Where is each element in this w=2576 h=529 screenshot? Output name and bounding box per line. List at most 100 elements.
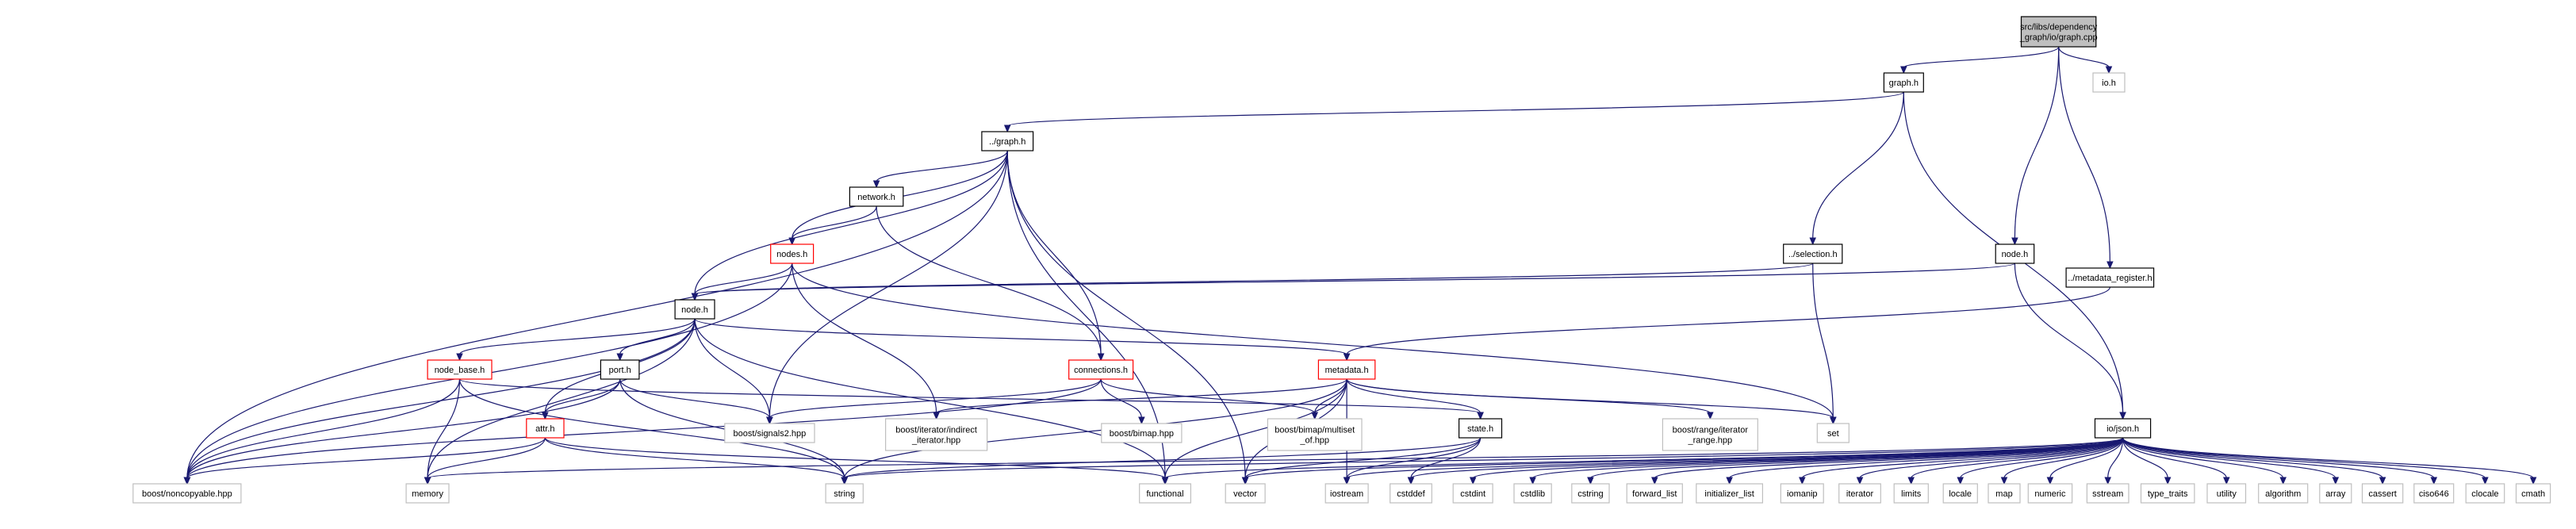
edge-port_h-to-noncopyable bbox=[186, 378, 621, 479]
node-label: src/libs/dependency bbox=[2020, 23, 2098, 33]
node-label: forward_list bbox=[1632, 489, 1677, 499]
node-iterator: iterator bbox=[1838, 483, 1881, 504]
node-memory: memory bbox=[405, 483, 450, 504]
node-metadata-h[interactable]: metadata.h bbox=[1317, 359, 1376, 380]
edge-json_h-to-cassert bbox=[2122, 437, 2383, 479]
node-label: connections.h bbox=[1074, 366, 1128, 375]
node-nodeh-top[interactable]: node.h bbox=[1995, 243, 2035, 264]
arrowhead-json_h-to-iomanip bbox=[1799, 477, 1806, 485]
arrowhead-json_h-to-iterator bbox=[1856, 477, 1864, 485]
nodes-layer: src/libs/dependency_graph/io/graph.cppgr… bbox=[132, 16, 2551, 504]
edge-metadata_h-to-iter_indirect bbox=[936, 378, 1347, 414]
node-label: boost/range/iterator bbox=[1673, 426, 1749, 435]
node-set: set bbox=[1816, 423, 1850, 443]
node-nodes-h[interactable]: nodes.h bbox=[770, 243, 815, 264]
arrowhead-json_h-to-locale bbox=[1957, 477, 1964, 485]
arrowhead-root-to-nodeh_top bbox=[2011, 237, 2018, 246]
node-label: metadata.h bbox=[1325, 366, 1369, 375]
edge-root-to-graph_h bbox=[1903, 46, 2060, 68]
node-dgraph-h[interactable]: ../graph.h bbox=[981, 131, 1034, 151]
node-state-h[interactable]: state.h bbox=[1458, 418, 1503, 439]
node-box bbox=[1068, 359, 1134, 380]
arrowhead-json_h-to-cstring bbox=[1587, 477, 1594, 485]
arrowhead-json_h-to-numeric bbox=[2046, 477, 2054, 485]
edge-json_h-to-forward_list bbox=[1654, 437, 2124, 479]
node-box bbox=[1513, 483, 1552, 504]
node-ciso646: ciso646 bbox=[2413, 483, 2455, 504]
edge-dgraph_h-to-network_h bbox=[876, 150, 1008, 182]
node-root[interactable]: src/libs/dependency_graph/io/graph.cpp bbox=[2019, 16, 2098, 48]
arrowhead-connections_h-to-signals2 bbox=[766, 416, 773, 425]
node-locale: locale bbox=[1942, 483, 1978, 504]
edge-json_h-to-ciso646 bbox=[2122, 437, 2435, 479]
node-bimap-multiset: boost/bimap/multiset_of.hpp bbox=[1267, 418, 1363, 451]
arrowhead-network_h-to-nodes_h bbox=[788, 237, 795, 246]
node-node-h[interactable]: node.h bbox=[674, 299, 715, 320]
edge-metadata_h-to-bimap_multiset bbox=[1314, 378, 1347, 414]
edge-connections_h-to-bimap bbox=[1100, 378, 1142, 419]
edge-root-to-io_h bbox=[2058, 46, 2110, 68]
node-box bbox=[2361, 483, 2404, 504]
node-box bbox=[600, 359, 640, 380]
node-label: vector bbox=[1233, 489, 1257, 499]
node-graph-h[interactable]: graph.h bbox=[1883, 72, 1924, 93]
node-label: clocale bbox=[2471, 489, 2498, 499]
node-box bbox=[1452, 483, 1493, 504]
node-label: cstdint bbox=[1460, 489, 1485, 499]
node-label: array bbox=[2325, 489, 2346, 499]
edge-nodeh_top-to-json_h bbox=[2014, 263, 2124, 414]
arrowhead-json_h-to-memory bbox=[424, 477, 431, 485]
node-label: cstdlib bbox=[1520, 489, 1545, 499]
node-box bbox=[1458, 418, 1503, 439]
node-box bbox=[2140, 483, 2195, 504]
edge-nodes_h-to-iter_indirect bbox=[792, 263, 937, 414]
node-box bbox=[825, 483, 864, 504]
arrowhead-dgraph_h-to-network_h bbox=[872, 180, 880, 189]
node-node-base-h[interactable]: node_base.h bbox=[427, 359, 493, 380]
node-box bbox=[1662, 418, 1758, 451]
edge-metadata_h-to-functional bbox=[1164, 378, 1347, 479]
node-box bbox=[1390, 483, 1432, 504]
edge-state_h-to-iostream bbox=[1346, 437, 1482, 479]
arrowhead-json_h-to-initializer_list bbox=[1726, 477, 1733, 485]
node-vector: vector bbox=[1225, 483, 1266, 504]
node-label: limits bbox=[1901, 489, 1922, 499]
node-network-h[interactable]: network.h bbox=[849, 186, 904, 207]
arrowhead-metadata_h-to-state_h bbox=[1477, 412, 1484, 420]
node-box bbox=[1780, 483, 1824, 504]
node-selection-h[interactable]: ../selection.h bbox=[1783, 243, 1843, 264]
edge-json_h-to-vector bbox=[1244, 437, 2124, 479]
node-iostream: iostream bbox=[1324, 483, 1369, 504]
node-connections-h[interactable]: connections.h bbox=[1068, 359, 1134, 380]
arrowhead-json_h-to-utility bbox=[2223, 477, 2230, 485]
node-box bbox=[1838, 483, 1881, 504]
node-cstddef: cstddef bbox=[1390, 483, 1432, 504]
arrowhead-json_h-to-clocale bbox=[2482, 477, 2489, 485]
node-box bbox=[2319, 483, 2352, 504]
node-attr-h[interactable]: attr.h bbox=[526, 418, 565, 439]
edge-metareg_h-to-metadata_h bbox=[1346, 286, 2110, 355]
arrowhead-connections_h-to-noncopyable bbox=[183, 477, 191, 485]
arrowhead-json_h-to-cassert bbox=[2379, 477, 2386, 485]
node-label: boost/bimap/multiset bbox=[1275, 426, 1355, 435]
edge-nodeh_top-to-node_h bbox=[694, 263, 2015, 295]
node-range-iter: boost/range/iterator_range.hpp bbox=[1662, 418, 1758, 451]
edge-state_h-to-vector bbox=[1244, 437, 1482, 479]
node-string: string bbox=[825, 483, 864, 504]
node-box bbox=[2065, 267, 2155, 288]
arrowhead-connections_h-to-bimap bbox=[1138, 416, 1145, 425]
edge-json_h-to-numeric bbox=[2049, 437, 2124, 479]
arrowhead-graph_h-to-selection_h bbox=[1809, 237, 1816, 246]
edge-nodes_h-to-set bbox=[792, 263, 1834, 419]
node-box bbox=[1139, 483, 1191, 504]
node-metareg-h[interactable]: ../metadata_register.h bbox=[2065, 267, 2155, 288]
node-box bbox=[1783, 243, 1843, 264]
edge-dgraph_h-to-noncopyable bbox=[186, 150, 1008, 479]
node-label: iomanip bbox=[1787, 489, 1818, 499]
node-label: set bbox=[1827, 429, 1839, 439]
node-json-h[interactable]: io/json.h bbox=[2094, 418, 2152, 439]
arrowhead-json_h-to-ciso646 bbox=[2430, 477, 2438, 485]
node-port-h[interactable]: port.h bbox=[600, 359, 640, 380]
node-box bbox=[2020, 16, 2097, 48]
node-label: map bbox=[1995, 489, 2012, 499]
